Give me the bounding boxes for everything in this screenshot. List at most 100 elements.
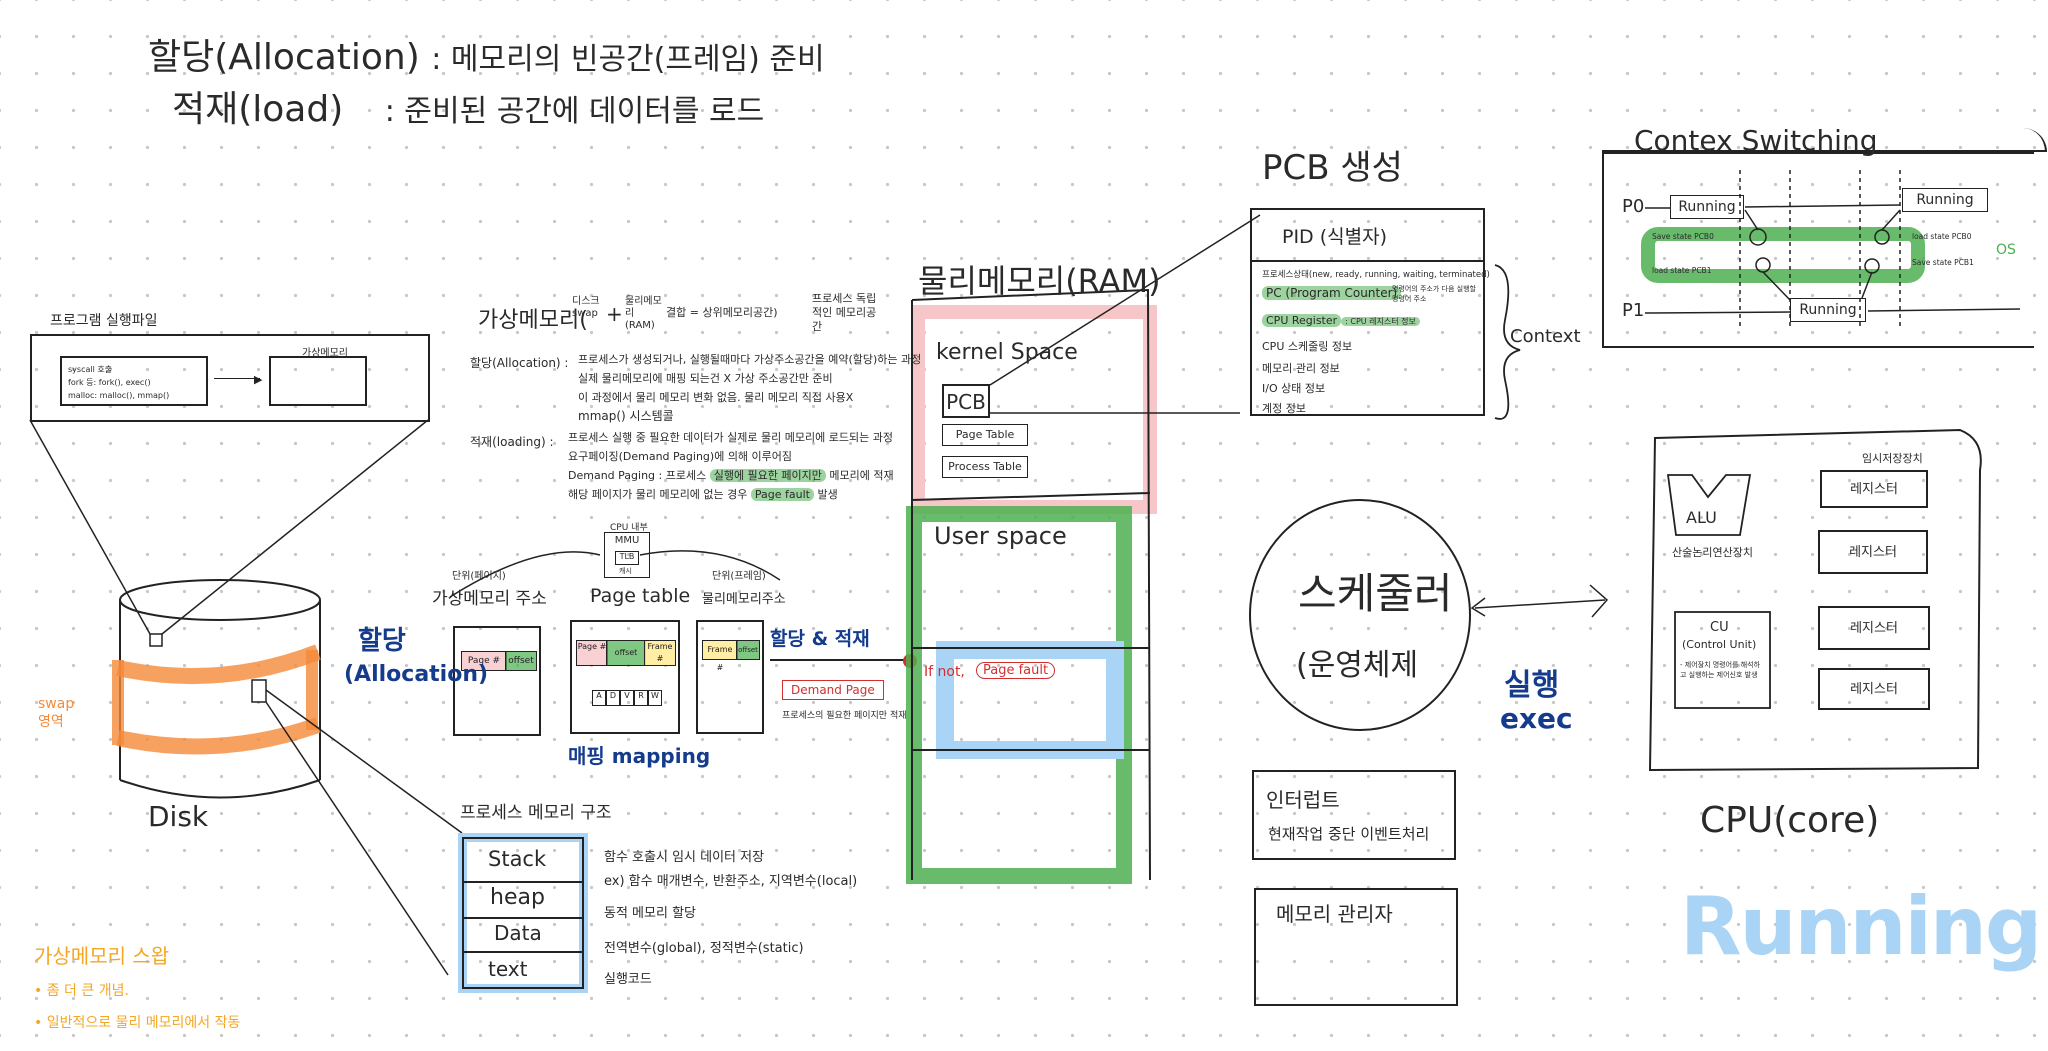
vm-title-part: + [606, 302, 623, 326]
vm-page-box: Page # offset [453, 626, 541, 736]
context-switch-title: Contex Switching [1634, 124, 1878, 157]
page-table-box: Page # offset Frame # A D V R W [570, 620, 680, 734]
register-label: 레지스터 [1850, 621, 1898, 636]
frame-offset-cell: offset [736, 640, 760, 660]
header-desc-load: : 준비된 공간에 데이터를 로드 [384, 94, 765, 129]
segment-text: text [488, 957, 528, 981]
pt-bits: A D V R W [592, 690, 662, 706]
pt-bit: V [620, 690, 634, 706]
load-tag: 할당 & 적재 [770, 628, 870, 650]
register-label: 레지스터 [1849, 545, 1897, 560]
p1-running-box: Running [1790, 298, 1866, 322]
p1-running-label: Running [1799, 302, 1857, 318]
pcb-structure-box: PID (식별자) 프로세스상태(new, ready, running, wa… [1250, 208, 1490, 416]
program-title: 프로그램 실행파일 [50, 313, 158, 329]
interrupt-title: 인터럽트 [1266, 788, 1340, 812]
context-switch-box [1602, 152, 2034, 348]
cu-sub-label: - 제어장치 명령어를 해석하고 실행하는 제어신호 발생 [1680, 661, 1761, 679]
header-term-load: 적재(load) [172, 89, 344, 130]
pid-label: PID (식별자) [1282, 226, 1387, 248]
process-memory-outline [462, 837, 584, 989]
user-space-label: User space [934, 522, 1067, 550]
process-memory-box: Stack heap Data text [458, 833, 588, 993]
program-vm-box [269, 356, 367, 406]
vm-alloc-lines: 프로세스가 생성되거나, 실행될때마다 가상주소공간을 예약(할당)하는 과정 … [578, 350, 921, 426]
pcb-register-label: CPU Register [1262, 314, 1342, 327]
scheduler-label: 스케줄러 [1298, 569, 1453, 618]
if-not-label: If not, [924, 664, 965, 680]
demand-page-note: 프로세스의 필요한 페이지만 적재 [782, 711, 907, 721]
pt-bit: A [592, 690, 606, 706]
alu-label: ALU [1686, 508, 1717, 527]
save-pcb1-label: Save state PCB1 [1912, 258, 1974, 267]
header-desc-allocation: : 메모리의 빈공간(프레임) 준비 [431, 42, 825, 77]
p0-running-box-2: Running [1902, 188, 1988, 212]
ram-page-fault-label: Page fault [976, 662, 1056, 679]
pt-page-cell: Page # [576, 640, 608, 666]
pt-bit: W [648, 690, 662, 706]
load-pcb0-label: load state PCB0 [1912, 232, 1972, 241]
vm-load-highlight: 실행에 필요한 페이지만 [709, 469, 826, 482]
pcb-pc-note: 명령어의 주소가 다음 실행할 명령어 주소 [1392, 285, 1476, 303]
vm-load-line: 해당 페이지가 물리 메모리에 없는 경우 Page fault 발생 [568, 485, 894, 504]
pcb-row-state: 프로세스상태(new, ready, running, waiting, ter… [1262, 270, 1490, 280]
heap-desc: 동적 메모리 할당 [604, 906, 696, 921]
alloc-tag-en: (Allocation) [344, 662, 489, 687]
p0-label: P0 [1622, 196, 1645, 217]
page-table-title: Page table [590, 585, 691, 607]
register-label: 레지스터 [1850, 682, 1898, 697]
alloc-tag: 할당 [358, 626, 406, 656]
disk-label: Disk [148, 800, 209, 833]
program-code-box: syscall 호출 fork 등: fork(), exec() malloc… [60, 356, 208, 406]
mmu-sub-label: 캐시 [619, 567, 632, 575]
program-box: syscall 호출 fork 등: fork(), exec() malloc… [30, 334, 430, 422]
pm-address-title: 물리메모리주소 [702, 592, 786, 607]
swap-label: swap 영역 [38, 696, 75, 730]
kernel-space-label: kernel Space [936, 340, 1078, 365]
vm-load-lines: 프로세스 실행 중 필요한 데이터가 실제로 물리 메모리에 로드되는 과정 요… [568, 428, 894, 504]
page-fault-highlight: Page fault [750, 488, 814, 501]
cpu-label: CPU(core) [1700, 800, 1880, 841]
segment-divider [462, 951, 584, 953]
vm-alloc-line: 프로세스가 생성되거나, 실행될때마다 가상주소공간을 예약(할당)하는 과정 [578, 353, 922, 366]
register-box: 레지스터 [1820, 470, 1928, 508]
stack-desc: 함수 호출시 임시 데이터 저장 [604, 850, 765, 865]
process-memory-title: 프로세스 메모리 구조 [460, 803, 612, 823]
process-table-ram-box: Process Table [942, 456, 1028, 478]
vm-alloc-line: 이 과정에서 물리 메모리 변화 없음. 물리 메모리 직접 사용X [578, 391, 854, 404]
segment-divider [462, 917, 584, 919]
segment-stack: Stack [488, 847, 547, 871]
tlb-box: TLB [615, 551, 639, 565]
pcb-divider [1252, 260, 1483, 262]
vm-title-part: 디스크 swap [572, 296, 600, 319]
code-line: syscall 호출 [68, 365, 113, 374]
vm-load-line-part: 메모리에 적재 [829, 469, 894, 482]
mmu-label: MMU [614, 535, 640, 546]
text-desc: 실행코드 [604, 972, 652, 987]
vm-load-line-part: Demand Paging : 프로세스 [568, 469, 707, 482]
code-line: malloc: malloc(), mmap() [68, 391, 170, 400]
exec-label: 실행 [1504, 668, 1560, 703]
vm-alloc-line: 실제 물리메모리에 매핑 되는건 X 가상 주소공간만 준비 [578, 372, 833, 385]
mmu-box: MMU TLB 캐시 [604, 532, 650, 578]
vm-title-part: 결합 = 상위메모리공간) [666, 306, 778, 319]
vm-note-item: • 좀 더 큰 개념. [34, 983, 129, 999]
context-label: Context [1510, 326, 1581, 347]
pcb-row-sched: CPU 스케줄링 정보 [1262, 340, 1353, 353]
frame-number-cell: Frame # [702, 640, 738, 672]
vm-note-title: 가상메모리 스왑 [34, 944, 170, 968]
pm-frame-box: Frame # offset [696, 620, 764, 734]
pcb-pc-label: PC (Program Counter) [1262, 286, 1402, 300]
vm-address-title: 가상메모리 주소 [432, 589, 547, 609]
register-box: 레지스터 [1818, 668, 1930, 710]
vm-load-line: 요구페이징(Demand Paging)에 의해 이루어짐 [568, 450, 793, 463]
load-pcb1-label: load state PCB1 [1652, 266, 1712, 275]
pcb-label: PCB [946, 390, 986, 414]
vm-title-part: 프로세스 독립적인 메모리공간 [812, 292, 877, 333]
arrow-head-icon: ▶ [254, 373, 263, 386]
program-vm-label: 가상메모리 [302, 348, 348, 359]
demand-page-badge: Demand Page [782, 680, 884, 700]
pcb-row-account: 계정 정보 [1262, 402, 1306, 415]
p0-running-label-2: Running [1916, 192, 1974, 208]
pcb-row-io: I/O 상태 정보 [1262, 382, 1326, 395]
